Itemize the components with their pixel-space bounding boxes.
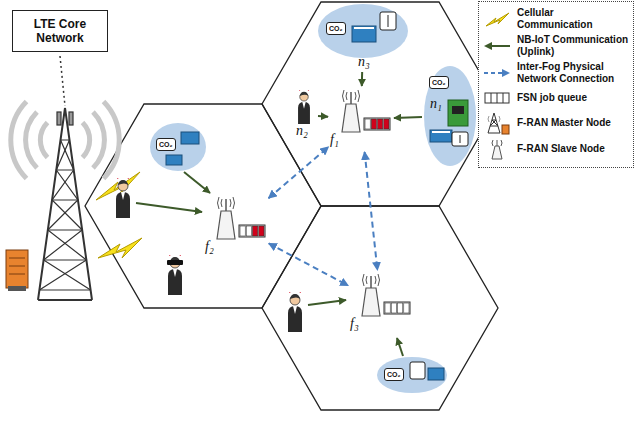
arduino-board: [352, 26, 376, 42]
co2-sensor-label: CO₂: [429, 76, 449, 89]
chip: [452, 106, 464, 114]
server: [6, 250, 28, 291]
node-shape: [205, 195, 267, 257]
sensor-box: [452, 132, 468, 146]
sensor-cluster: [150, 123, 206, 171]
uplink-arrow: [361, 72, 363, 86]
core-link: [60, 56, 65, 106]
sensor-cluster: [377, 357, 447, 393]
raspberry-board: [448, 100, 468, 126]
bolt-sample: [482, 9, 512, 29]
legend-row: FSN job queue: [482, 88, 630, 108]
legend-row: F-RAN Slave Node: [482, 138, 630, 160]
box-title: LTE Core Network: [17, 17, 103, 45]
antenna-waves: [343, 90, 360, 102]
board-header: [432, 131, 450, 133]
antenna: [370, 276, 372, 288]
uplink-arrow: [318, 115, 328, 118]
queue-slot: [391, 303, 396, 313]
legend-row: F-RAN Master Node: [482, 111, 630, 135]
queue-slot: [398, 303, 403, 313]
cellular-bolts: [96, 172, 142, 258]
device-cluster: [424, 66, 476, 166]
queue-sample: [482, 88, 512, 108]
users: [116, 173, 302, 332]
legend: Cellular Communication NB-IoT Communicat…: [478, 1, 634, 168]
legend-row: NB-IoT Communication (Uplink): [482, 34, 630, 58]
fog-node: [217, 211, 235, 239]
sensor-mark: [460, 135, 461, 143]
fog-node: [342, 104, 360, 132]
queue-slot: [240, 226, 245, 236]
cell-hexagon: [262, 206, 498, 410]
slave-sample: [482, 138, 512, 160]
legend-text: F-RAN Master Node: [517, 117, 611, 129]
queue-slot: [378, 119, 383, 129]
antenna: [350, 92, 352, 104]
queue-slot: [365, 119, 370, 129]
fog-cells: [85, 2, 498, 410]
device-cluster: CO₂ n₁: [424, 66, 476, 166]
uplink-arrows: [136, 172, 403, 356]
fog-node: f₂: [205, 195, 267, 257]
job-queue: [364, 118, 390, 130]
queue-slot: [385, 303, 390, 313]
uplink-arrow: [394, 116, 422, 119]
interfog-sample: [482, 63, 512, 83]
sensor-box: [380, 12, 396, 30]
co2-sensor-label: CO₂: [384, 368, 404, 381]
legend-text: Inter-Fog Physical Network Connection: [517, 61, 630, 85]
interfog-link: [269, 147, 329, 198]
antenna-waves: [218, 197, 235, 209]
interfog-link: [365, 152, 378, 270]
legend-text: F-RAN Slave Node: [517, 143, 605, 155]
legend-row: Inter-Fog Physical Network Connection: [482, 61, 630, 85]
job-queue: [239, 225, 265, 237]
legend-row: Cellular Communication: [482, 7, 630, 31]
co2-sensor-label: CO₂: [326, 22, 346, 35]
node-label: f₁: [330, 132, 339, 147]
fog-node: f₁: [330, 88, 392, 150]
node-shape: [350, 272, 412, 334]
antenna-waves: [363, 274, 380, 286]
job-queue: [384, 302, 410, 314]
fog-node: f₃: [350, 272, 412, 334]
queue-slot: [246, 226, 251, 236]
process-box: LTE Core Network: [12, 10, 108, 52]
device-cluster: [318, 4, 408, 58]
legend-text: NB-IoT Communication (Uplink): [517, 34, 630, 58]
antenna: [225, 199, 227, 211]
vr-goggles: [167, 260, 183, 265]
device-cluster: CO₂ n₃: [318, 4, 408, 70]
queue-slot: [371, 119, 376, 129]
co2-sensor-label: CO₂: [156, 138, 176, 151]
master-tower: [38, 108, 92, 300]
sensor-mark: [388, 15, 389, 27]
node-label: f₃: [350, 316, 359, 331]
node-label: f₂: [205, 239, 214, 254]
queue-slot: [404, 303, 409, 313]
cell-hexagon: [262, 2, 498, 206]
node-label: n₃: [358, 54, 370, 69]
board-header: [354, 27, 374, 29]
queue-slot: [384, 119, 389, 129]
legend-text: Cellular Communication: [517, 7, 630, 31]
user-node: n₂: [292, 90, 316, 140]
queue-slot: [259, 226, 264, 236]
node-label: n₂: [296, 123, 308, 138]
user-person: [298, 86, 310, 124]
fog-node: [362, 288, 380, 316]
node-shape: [330, 88, 392, 150]
master-sample: [482, 111, 512, 135]
queue-slot: [253, 226, 258, 236]
interfog-link: [269, 243, 348, 285]
legend-text: FSN job queue: [517, 92, 587, 104]
arduino-board: [430, 130, 452, 142]
node-label: n₁: [430, 96, 442, 111]
uplink-sample: [482, 36, 512, 56]
